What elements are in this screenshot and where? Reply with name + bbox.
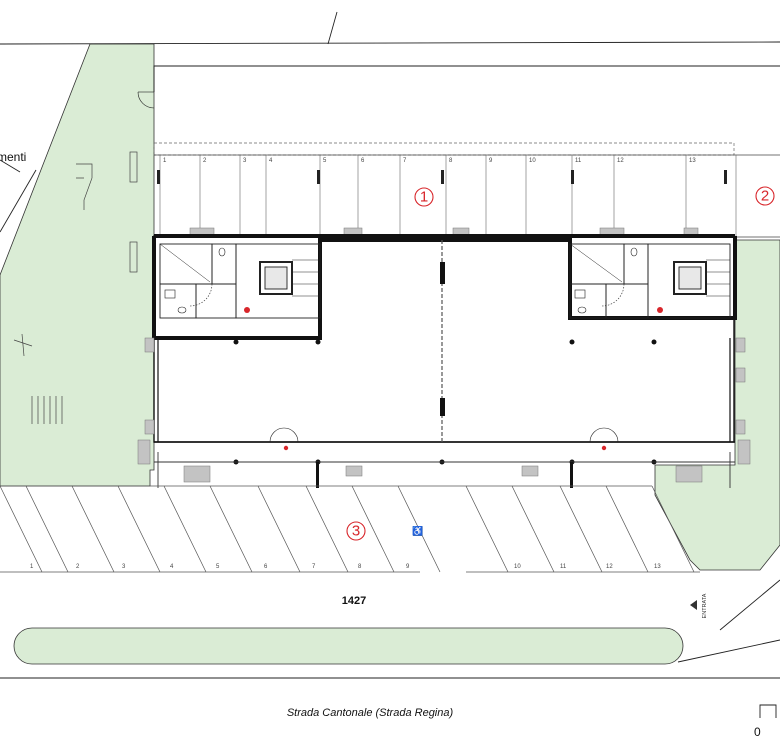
parking-stall-line xyxy=(305,485,349,573)
green-median-strip xyxy=(13,627,684,665)
parking-number: 12 xyxy=(606,564,613,570)
parking-number: 13 xyxy=(654,564,661,570)
road-label: Strada Cantonale (Strada Regina) xyxy=(287,707,454,719)
core-east xyxy=(569,243,731,319)
parking-number: 10 xyxy=(514,564,521,570)
garage-number: 12 xyxy=(617,158,624,164)
parking-number: 8 xyxy=(358,564,362,570)
parking-number: 1 xyxy=(30,564,34,570)
garage-door-marks xyxy=(157,170,727,184)
parking-number: 4 xyxy=(170,564,174,570)
core-west xyxy=(159,243,321,319)
parking-stall-line xyxy=(117,485,161,573)
zone-marker-3: 3 xyxy=(346,521,366,541)
garage-number: 9 xyxy=(489,158,493,164)
building-outline xyxy=(137,65,780,109)
parking-stall-line xyxy=(465,485,509,573)
site-furniture xyxy=(13,151,138,424)
entrance-label: ENTRATA xyxy=(702,593,708,618)
svg-text:3: 3 xyxy=(352,523,360,540)
parking-stall-line xyxy=(209,485,253,573)
north-boundary xyxy=(0,41,780,45)
zone-marker-1: 1 xyxy=(414,187,434,207)
scale-zero-label: 0 xyxy=(754,725,761,739)
bike-rack xyxy=(31,396,63,424)
parking-number: 11 xyxy=(560,564,567,570)
parking-number: 5 xyxy=(216,564,220,570)
garage-number: 7 xyxy=(403,158,407,164)
green-area-east xyxy=(654,239,780,571)
facade-piers xyxy=(137,337,751,483)
parking-stall-line xyxy=(351,485,395,573)
zone-markers: 1 2 3 xyxy=(346,186,775,541)
parking-stalls xyxy=(0,485,700,573)
parking-stall-line xyxy=(559,485,603,573)
parking-stall-line xyxy=(0,485,43,573)
parking-number: 6 xyxy=(264,564,268,570)
parking-stall-line xyxy=(25,485,69,573)
garage-number: 8 xyxy=(449,158,453,164)
garage-number: 11 xyxy=(575,158,582,164)
parking-stall-line xyxy=(257,485,301,573)
accessible-parking-icon: ♿ xyxy=(412,525,423,536)
zone-marker-2: 2 xyxy=(755,186,775,206)
parking-stall-line xyxy=(71,485,115,573)
canopy xyxy=(154,452,735,488)
parking-stall-line xyxy=(511,485,555,573)
edge-label: menti xyxy=(0,150,26,164)
entrance-arrow-icon xyxy=(690,600,697,610)
garage-number: 2 xyxy=(203,158,207,164)
parking-number: 7 xyxy=(312,564,316,570)
entrance-marker: ENTRATA xyxy=(690,593,708,618)
parking-stall-line xyxy=(163,485,207,573)
parking-number: 9 xyxy=(406,564,410,570)
green-area-west xyxy=(0,43,155,487)
parking-number: 3 xyxy=(122,564,126,570)
garage-number: 1 xyxy=(163,158,167,164)
parking-stall-line xyxy=(605,485,649,573)
scale-bar: 0 xyxy=(754,704,777,739)
entrance-doors xyxy=(269,427,619,451)
garage-dashed-line xyxy=(153,142,735,156)
garage-number: 10 xyxy=(529,158,536,164)
parcel-lines xyxy=(0,11,780,679)
garage-number: 4 xyxy=(269,158,273,164)
parcel-number: 1427 xyxy=(342,595,366,607)
parking-number: 2 xyxy=(76,564,80,570)
green-areas xyxy=(0,43,780,665)
parking-stall-line xyxy=(397,485,441,573)
garage-number: 5 xyxy=(323,158,327,164)
garage-dividers xyxy=(159,155,737,237)
svg-text:2: 2 xyxy=(761,188,769,205)
garage-number: 3 xyxy=(243,158,247,164)
svg-text:1: 1 xyxy=(420,189,428,206)
garage-number: 6 xyxy=(361,158,365,164)
parking-stall-line xyxy=(651,485,695,573)
garage-number: 13 xyxy=(689,158,696,164)
